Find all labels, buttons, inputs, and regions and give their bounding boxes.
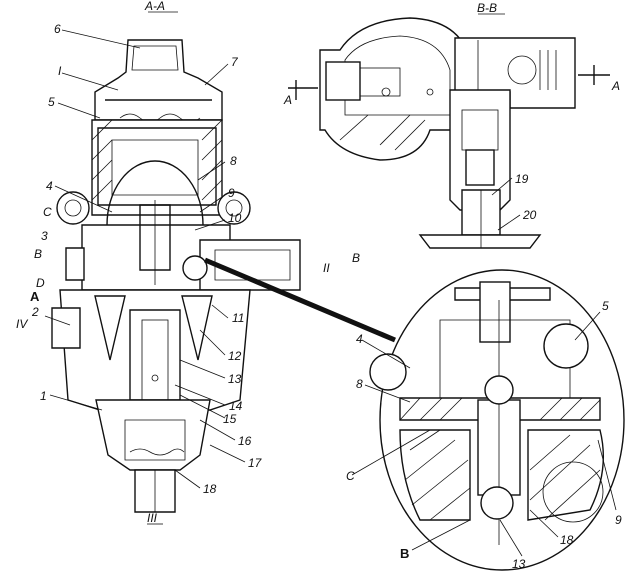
- zoom-label-b: B: [400, 546, 409, 561]
- section-label-vv: В-В: [477, 1, 497, 15]
- label-part-17: 17: [248, 456, 263, 470]
- label-part-13: 13: [228, 372, 242, 386]
- section-vv: [288, 17, 610, 249]
- label-a-top-right: А: [611, 79, 620, 93]
- detail-view: [369, 269, 625, 571]
- zoom-label-18: 18: [560, 533, 574, 547]
- label-part-3: 3: [41, 229, 48, 243]
- label-a-top-left: А: [283, 93, 292, 107]
- zoom-label-4: 4: [356, 332, 363, 346]
- zoom-label-8: 8: [356, 377, 363, 391]
- label-part-19: 19: [515, 172, 529, 186]
- leader-lines: [44, 11, 617, 557]
- label-roman-iii: III: [147, 511, 158, 525]
- section-label-aa: А-А: [144, 0, 165, 13]
- label-part-15: 15: [223, 412, 237, 426]
- labels: А-А В-В 6 7 I 5 8 4 9 C 10 3 В II В D A …: [16, 0, 622, 571]
- zoom-label-5: 5: [602, 299, 609, 313]
- label-part-2: 2: [31, 305, 39, 319]
- label-part-10: 10: [228, 211, 242, 225]
- label-d: D: [36, 276, 45, 290]
- main-section-aa: [51, 39, 301, 513]
- label-part-18: 18: [203, 482, 217, 496]
- label-roman-i: I: [58, 64, 62, 78]
- label-part-16: 16: [238, 434, 252, 448]
- label-part-6: 6: [54, 22, 61, 36]
- zoom-label-c: C: [346, 469, 355, 483]
- label-part-20: 20: [522, 208, 537, 222]
- label-part-5: 5: [48, 95, 55, 109]
- label-part-9: 9: [228, 186, 235, 200]
- detail-leader-line: [204, 257, 396, 343]
- label-part-11: 11: [232, 311, 244, 325]
- label-part-8: 8: [230, 154, 237, 168]
- label-part-7: 7: [231, 55, 239, 69]
- zoom-label-13: 13: [512, 557, 526, 571]
- label-roman-ii: II: [323, 261, 330, 275]
- zoom-label-9: 9: [615, 513, 622, 527]
- label-b-right: В: [352, 251, 360, 265]
- label-part-1: 1: [40, 389, 47, 403]
- label-part-14: 14: [229, 399, 243, 413]
- label-part-12: 12: [228, 349, 242, 363]
- label-a-bold: A: [30, 289, 40, 304]
- label-part-4: 4: [46, 179, 53, 193]
- label-roman-iv: IV: [16, 317, 28, 331]
- label-c: C: [43, 205, 52, 219]
- label-b-left: В: [34, 247, 42, 261]
